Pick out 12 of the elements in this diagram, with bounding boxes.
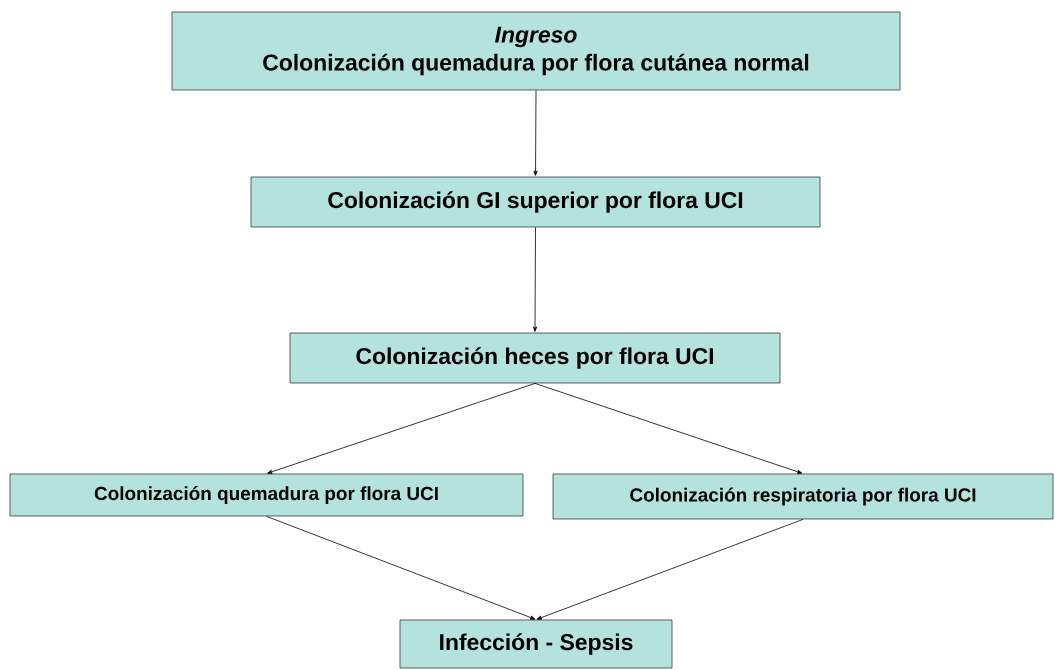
arrow	[533, 227, 538, 332]
arrow	[533, 90, 538, 176]
process-box: Ingreso Colonización quemadura por flora cutánea normal	[171, 11, 901, 91]
process-box: Colonización GI superior por flora UCI	[250, 176, 821, 228]
process-box: Colonización heces por flora UCI	[289, 332, 781, 384]
arrow	[534, 383, 803, 474]
process-box: Colonización respiratoria por flora UCI	[552, 473, 1054, 520]
arrow	[536, 519, 804, 620]
process-box: Infección - Sepsis	[399, 619, 673, 669]
arrow	[266, 516, 536, 620]
process-box: Colonización quemadura por flora UCI	[9, 473, 524, 517]
arrow	[267, 383, 536, 474]
